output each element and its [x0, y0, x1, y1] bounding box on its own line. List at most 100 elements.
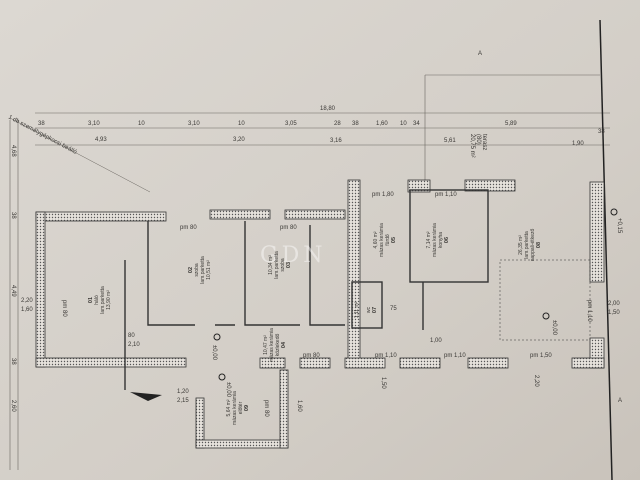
terrace-label: terasz — [481, 134, 487, 150]
dimension: 34 — [413, 121, 420, 127]
dimension: 38 — [598, 129, 605, 135]
dimension: 2,00 — [608, 301, 620, 307]
room-area: 5,64 m² — [226, 399, 232, 416]
dimension: 3,10 — [188, 121, 200, 127]
room-08: 08 nappali-étkező lam.parketta 26,35 m² — [518, 229, 542, 262]
room-name: fürdő — [385, 234, 391, 246]
door-label: 80 — [128, 333, 135, 339]
dimension: 3,20 — [233, 137, 245, 143]
dimension: 1,20 — [177, 389, 189, 395]
dimension: 2,20 — [21, 298, 33, 304]
room-area: 10,47 m² — [263, 335, 269, 355]
side-dimensions: 4,68 38 4,49 38 2,60 2,20 1,60 2,00 1,50 — [10, 145, 620, 412]
room-area: 26,35 m² — [518, 235, 524, 255]
room-02: 02 szoba lam.parketta 10,51 m² — [188, 256, 212, 284]
dimension: 4,93 — [95, 137, 107, 143]
dimension: 1,90 — [572, 141, 584, 147]
room-number: 02 — [188, 267, 194, 273]
room-name: szoba — [280, 258, 286, 272]
entrance-arrow-icon — [130, 392, 162, 401]
dimension: 10 — [400, 121, 407, 127]
room-area: 4,60 m² — [373, 231, 379, 248]
dimension: 28 — [334, 121, 341, 127]
room-number: 06 — [444, 237, 450, 243]
opening-label: pm 80 — [61, 300, 67, 317]
room-number: 08 — [536, 242, 542, 248]
opening-label: pm 80 — [280, 225, 297, 231]
level-label: ±0,00 — [551, 320, 557, 336]
window-label: 1,60 — [296, 400, 302, 412]
opening-label: pm 80 — [303, 353, 320, 359]
room-number: 03 — [286, 262, 292, 268]
dimension: 4,49 — [10, 285, 16, 297]
room-floor: mázas kerámia — [232, 391, 238, 425]
dimension: 38 — [352, 121, 359, 127]
partitions — [124, 189, 591, 390]
room-07: 07 wc 1,11 m² — [354, 301, 378, 318]
dimension: 38 — [10, 358, 16, 365]
room-number: 04 — [281, 341, 287, 348]
room-floor: mázas kerámia — [432, 223, 438, 257]
terrace-area: 20,75 m² — [469, 134, 475, 158]
room-05: 05 fürdő mázas kerámia 4,60 m² — [373, 223, 397, 257]
room-floor: lam.parketta — [524, 231, 530, 259]
dimension: 10 — [138, 121, 145, 127]
room-number: 01 — [88, 297, 94, 303]
room-03: 03 szoba lam.parketta 10,34 m² — [268, 251, 292, 279]
level-marker-icon — [213, 208, 618, 381]
room-floor: lam.parketta — [274, 251, 280, 279]
opening-label: pm 1,10 — [444, 353, 466, 359]
dimension: 4,68 — [10, 145, 16, 157]
watermark: GDN — [260, 243, 326, 268]
terrace-note: (80) — [475, 134, 481, 145]
dimension: 5,89 — [505, 121, 517, 127]
room-name: háló — [94, 295, 100, 305]
dimension-lines — [9, 19, 613, 480]
door-label: 1,00 — [430, 338, 442, 344]
room-name: konyha — [438, 232, 444, 248]
dimension: 2,60 — [10, 400, 16, 412]
room-area: 10,51 m² — [206, 260, 212, 280]
section-marker: A — [618, 398, 622, 404]
level-label: ±0,00 — [211, 345, 217, 361]
room-04: 04 közlekedő mázas kerámia 10,47 m² — [263, 328, 287, 362]
dimension: 1,50 — [608, 310, 620, 316]
dimension: 3,05 — [285, 121, 297, 127]
room-number: 05 — [391, 237, 397, 243]
opening-label: pm 80 — [180, 225, 197, 231]
window-label: 1,50 — [380, 377, 386, 389]
dimension: 2,15 — [177, 398, 189, 404]
top-dimensions: 18,80 38 3,10 10 3,10 10 3,05 28 38 1,60… — [38, 106, 605, 147]
room-01: 01 háló lam.parketta 13,90 m² — [88, 286, 112, 314]
opening-label: pm 1,50 — [530, 353, 552, 359]
opening-label: pm 1,80 — [372, 192, 394, 198]
door-label: 2,10 — [128, 342, 140, 348]
opening-label: pm 1,10 — [435, 192, 457, 198]
room-name: közlekedő — [275, 334, 281, 357]
room-name: előtér — [238, 401, 244, 414]
room-name: szoba — [194, 263, 200, 277]
room-name: wc — [366, 306, 372, 313]
room-area: 10,34 m² — [268, 255, 274, 275]
dimension: 1,60 — [376, 121, 388, 127]
room-area: 7,14 m² — [426, 231, 432, 248]
level-label: +0,15 — [616, 218, 622, 234]
room-06: 06 konyha mázas kerámia 7,14 m² — [426, 223, 450, 257]
room-name: nappali-étkező — [530, 229, 536, 262]
dimension: 5,61 — [444, 138, 456, 144]
section-marker: A — [478, 51, 482, 57]
room-floor: lam.parketta — [200, 256, 206, 284]
room-number: 07 — [372, 307, 378, 313]
walls — [35, 179, 605, 449]
dimension: 10 — [238, 121, 245, 127]
room-area: 13,90 m² — [106, 290, 112, 310]
dimension: 38 — [38, 121, 45, 127]
opening-labels: pm 80 pm 80 pm 80 pm 80 pm 80 pm 1,80 pm… — [61, 192, 592, 417]
door-label: 75 — [390, 306, 397, 312]
dimension-total: 18,80 — [320, 106, 336, 112]
window-label: 2,20 — [533, 375, 539, 387]
room-area: 1,11 m² — [354, 301, 360, 318]
dimension: 3,16 — [330, 138, 342, 144]
